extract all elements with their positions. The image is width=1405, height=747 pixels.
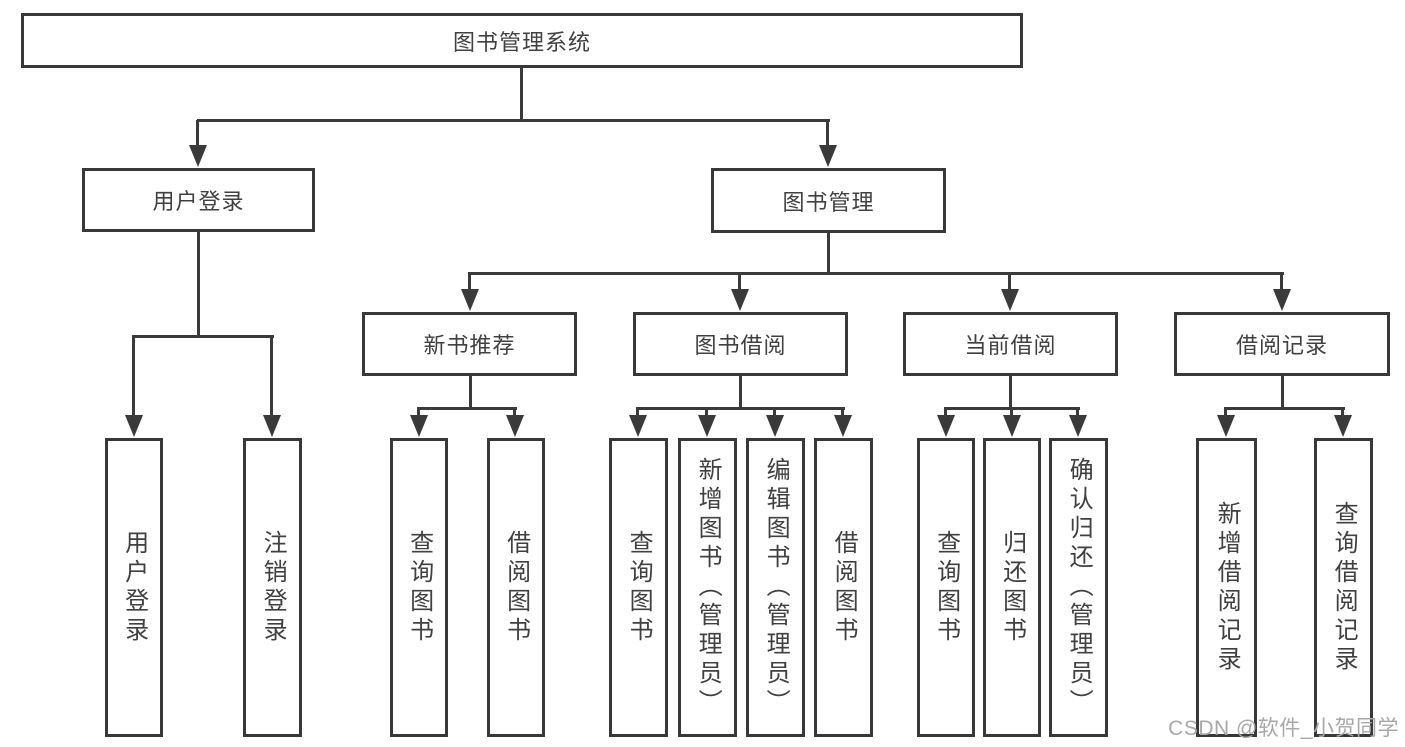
line-h — [468, 272, 1284, 275]
arrow-down-icon — [698, 408, 716, 438]
leaf-current-confirm-return-admin: 确认归还（管理员） — [1049, 438, 1108, 737]
node-user-login: 用户登录 — [82, 168, 315, 232]
arrow-down-icon — [506, 408, 524, 438]
line-h — [1224, 407, 1345, 410]
arrow-down-icon — [819, 120, 837, 168]
node-book-borrow-label: 图书借阅 — [694, 333, 787, 358]
arrow-down-icon — [937, 408, 955, 438]
arrow-down-icon — [834, 408, 852, 438]
leaf-current-confirm-return-admin-label: 确认归还（管理员） — [1065, 457, 1093, 718]
arrow-down-icon — [461, 273, 479, 312]
leaf-borrow-add-books-admin-label: 新增图书（管理员） — [694, 457, 722, 718]
arrow-down-icon — [1069, 408, 1087, 438]
leaf-logout-label: 注销登录 — [259, 529, 287, 646]
leaf-borrow-edit-books-admin: 编辑图书（管理员） — [746, 438, 805, 737]
node-root: 图书管理系统 — [21, 13, 1023, 68]
node-new-book-recommend-label: 新书推荐 — [423, 333, 516, 358]
node-current-borrow-label: 当前借阅 — [964, 333, 1057, 358]
arrow-down-icon — [1217, 408, 1235, 438]
leaf-user-login: 用户登录 — [105, 438, 163, 737]
line-v — [739, 376, 742, 408]
leaf-borrow-borrow-books: 借阅图书 — [814, 438, 873, 737]
leaf-borrow-borrow-books-label: 借阅图书 — [830, 529, 858, 646]
line-v — [469, 376, 472, 408]
node-current-borrow: 当前借阅 — [903, 312, 1118, 376]
node-book-management-label: 图书管理 — [782, 189, 875, 215]
node-book-borrow: 图书借阅 — [633, 312, 848, 376]
leaf-current-return-books: 归还图书 — [983, 438, 1041, 737]
watermark: CSDN @软件_小贺同学 — [1168, 717, 1399, 740]
leaf-borrow-edit-books-admin-label: 编辑图书（管理员） — [762, 457, 790, 718]
arrow-down-icon — [629, 408, 647, 438]
line-v — [520, 68, 523, 120]
leaf-current-query-books-label: 查询图书 — [932, 529, 960, 646]
line-v — [1281, 376, 1284, 408]
node-book-management: 图书管理 — [711, 168, 946, 233]
leaf-records-add-record-label: 新增借阅记录 — [1213, 500, 1241, 675]
line-v — [827, 233, 830, 273]
leaf-newbooks-borrow-books-label: 借阅图书 — [502, 529, 530, 646]
leaf-newbooks-query-books-label: 查询图书 — [405, 529, 433, 646]
node-new-book-recommend: 新书推荐 — [362, 312, 577, 376]
leaf-borrow-add-books-admin: 新增图书（管理员） — [678, 438, 737, 737]
leaf-user-login-label: 用户登录 — [120, 529, 148, 646]
line-v — [1009, 376, 1012, 408]
arrow-down-icon — [731, 273, 749, 312]
leaf-current-return-books-label: 归还图书 — [998, 529, 1026, 646]
leaf-records-add-record: 新增借阅记录 — [1196, 438, 1257, 737]
leaf-records-query-record: 查询借阅记录 — [1314, 438, 1373, 737]
node-borrow-records: 借阅记录 — [1174, 312, 1390, 376]
arrow-down-icon — [1001, 273, 1019, 312]
leaf-newbooks-query-books: 查询图书 — [390, 438, 448, 737]
line-h — [417, 407, 517, 410]
arrow-down-icon — [410, 408, 428, 438]
arrow-down-icon — [1273, 273, 1291, 312]
node-user-login-label: 用户登录 — [152, 189, 245, 214]
arrow-down-icon — [125, 336, 143, 438]
leaf-borrow-query-books-label: 查询图书 — [625, 529, 653, 646]
leaf-current-query-books: 查询图书 — [917, 438, 975, 737]
node-borrow-records-label: 借阅记录 — [1235, 333, 1328, 358]
line-v — [197, 232, 200, 336]
line-h — [132, 335, 274, 338]
arrow-down-icon — [1003, 408, 1021, 438]
leaf-records-query-record-label: 查询借阅记录 — [1330, 500, 1358, 675]
leaf-borrow-query-books: 查询图书 — [609, 438, 668, 737]
node-root-label: 图书管理系统 — [452, 29, 591, 55]
arrow-down-icon — [189, 120, 207, 168]
leaf-newbooks-borrow-books: 借阅图书 — [487, 438, 545, 737]
leaf-logout: 注销登录 — [243, 438, 302, 737]
line-h — [636, 407, 845, 410]
arrow-down-icon — [766, 408, 784, 438]
line-h — [197, 119, 830, 122]
arrow-down-icon — [263, 336, 281, 438]
arrow-down-icon — [1334, 408, 1352, 438]
